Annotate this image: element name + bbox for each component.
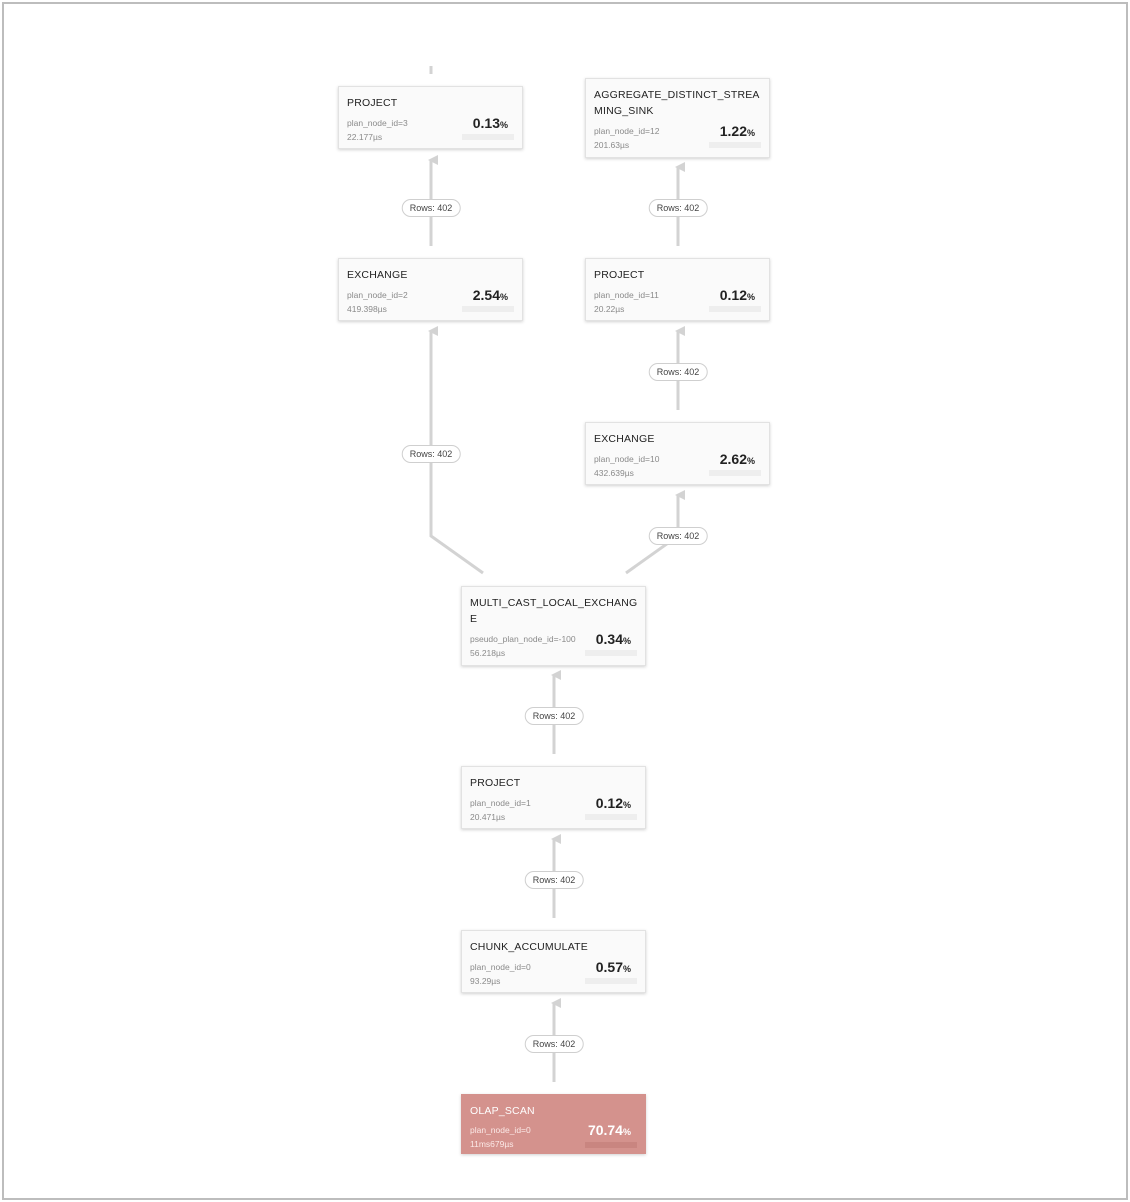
- node-id: plan_node_id=10: [594, 454, 660, 464]
- node-id: plan_node_id=12: [594, 126, 660, 136]
- node-percent-bar: [709, 306, 761, 312]
- node-percent: 0.57%: [595, 959, 631, 975]
- edge-label-rows: Rows: 402: [648, 363, 708, 381]
- plan-node-project-1[interactable]: PROJECT plan_node_id=1 20.471µs 0.12%: [461, 766, 646, 829]
- plan-node-chunk-accumulate-0[interactable]: CHUNK_ACCUMULATE plan_node_id=0 93.29µs …: [461, 930, 646, 993]
- node-id: pseudo_plan_node_id=-100: [470, 634, 576, 644]
- node-title: AGGREGATE_DISTINCT_STREAMING_SINK: [594, 89, 760, 117]
- node-title: OLAP_SCAN: [470, 1105, 535, 1117]
- node-id: plan_node_id=1: [470, 798, 531, 808]
- node-time: 432.639µs: [594, 468, 634, 478]
- node-percent-bar: [709, 142, 761, 148]
- node-title: PROJECT: [470, 777, 521, 789]
- node-title: PROJECT: [594, 269, 645, 281]
- node-title: CHUNK_ACCUMULATE: [470, 941, 588, 953]
- node-percent-bar: [709, 470, 761, 476]
- edge-label-rows: Rows: 402: [648, 199, 708, 217]
- node-id: plan_node_id=2: [347, 290, 408, 300]
- node-percent-bar: [585, 814, 637, 820]
- edge-label-rows: Rows: 402: [524, 1035, 584, 1053]
- node-title: MULTI_CAST_LOCAL_EXCHANGE: [470, 597, 638, 625]
- node-percent-bar: [585, 978, 637, 984]
- node-time: 201.63µs: [594, 140, 630, 150]
- node-percent-bar: [585, 650, 637, 656]
- plan-node-project-11[interactable]: PROJECT plan_node_id=11 20.22µs 0.12%: [585, 258, 770, 321]
- node-percent-bar: [585, 1142, 637, 1148]
- plan-node-project-3[interactable]: PROJECT plan_node_id=3 22.177µs 0.13%: [338, 86, 523, 149]
- node-percent: 0.12%: [719, 287, 755, 303]
- node-time: 419.398µs: [347, 304, 387, 314]
- plan-node-olap-scan-0[interactable]: OLAP_SCAN plan_node_id=0 11ms679µs 70.74…: [461, 1094, 646, 1154]
- plan-node-aggregate-12[interactable]: AGGREGATE_DISTINCT_STREAMING_SINK plan_n…: [585, 78, 770, 158]
- node-time: 11ms679µs: [470, 1139, 514, 1149]
- node-id: plan_node_id=11: [594, 290, 659, 300]
- node-id: plan_node_id=0: [470, 1125, 531, 1135]
- node-title: PROJECT: [347, 97, 398, 109]
- plan-node-exchange-2[interactable]: EXCHANGE plan_node_id=2 419.398µs 2.54%: [338, 258, 523, 321]
- node-percent-bar: [462, 306, 514, 312]
- node-percent: 2.62%: [719, 451, 755, 467]
- node-percent: 70.74%: [587, 1122, 631, 1138]
- node-title: EXCHANGE: [594, 433, 655, 445]
- node-id: plan_node_id=3: [347, 118, 408, 128]
- plan-node-multi-cast-local-exchange[interactable]: MULTI_CAST_LOCAL_EXCHANGE pseudo_plan_no…: [461, 586, 646, 666]
- node-percent-bar: [462, 134, 514, 140]
- edge-label-rows: Rows: 402: [401, 445, 461, 463]
- node-percent: 0.12%: [595, 795, 631, 811]
- edge-multicast-exchange2: [428, 326, 484, 575]
- edge-label-rows: Rows: 402: [524, 707, 584, 725]
- node-percent: 2.54%: [472, 287, 508, 303]
- node-time: 20.22µs: [594, 304, 625, 314]
- node-time: 20.471µs: [470, 812, 506, 822]
- node-percent: 0.34%: [595, 631, 631, 647]
- node-id: plan_node_id=0: [470, 962, 531, 972]
- node-percent: 1.22%: [719, 123, 755, 139]
- node-time: 56.218µs: [470, 648, 506, 658]
- node-time: 22.177µs: [347, 132, 383, 142]
- edge-label-rows: Rows: 402: [648, 527, 708, 545]
- edge-label-rows: Rows: 402: [401, 199, 461, 217]
- node-time: 93.29µs: [470, 976, 501, 986]
- edge-label-rows: Rows: 402: [524, 871, 584, 889]
- plan-node-exchange-10[interactable]: EXCHANGE plan_node_id=10 432.639µs 2.62%: [585, 422, 770, 485]
- node-percent: 0.13%: [472, 115, 508, 131]
- node-title: EXCHANGE: [347, 269, 408, 281]
